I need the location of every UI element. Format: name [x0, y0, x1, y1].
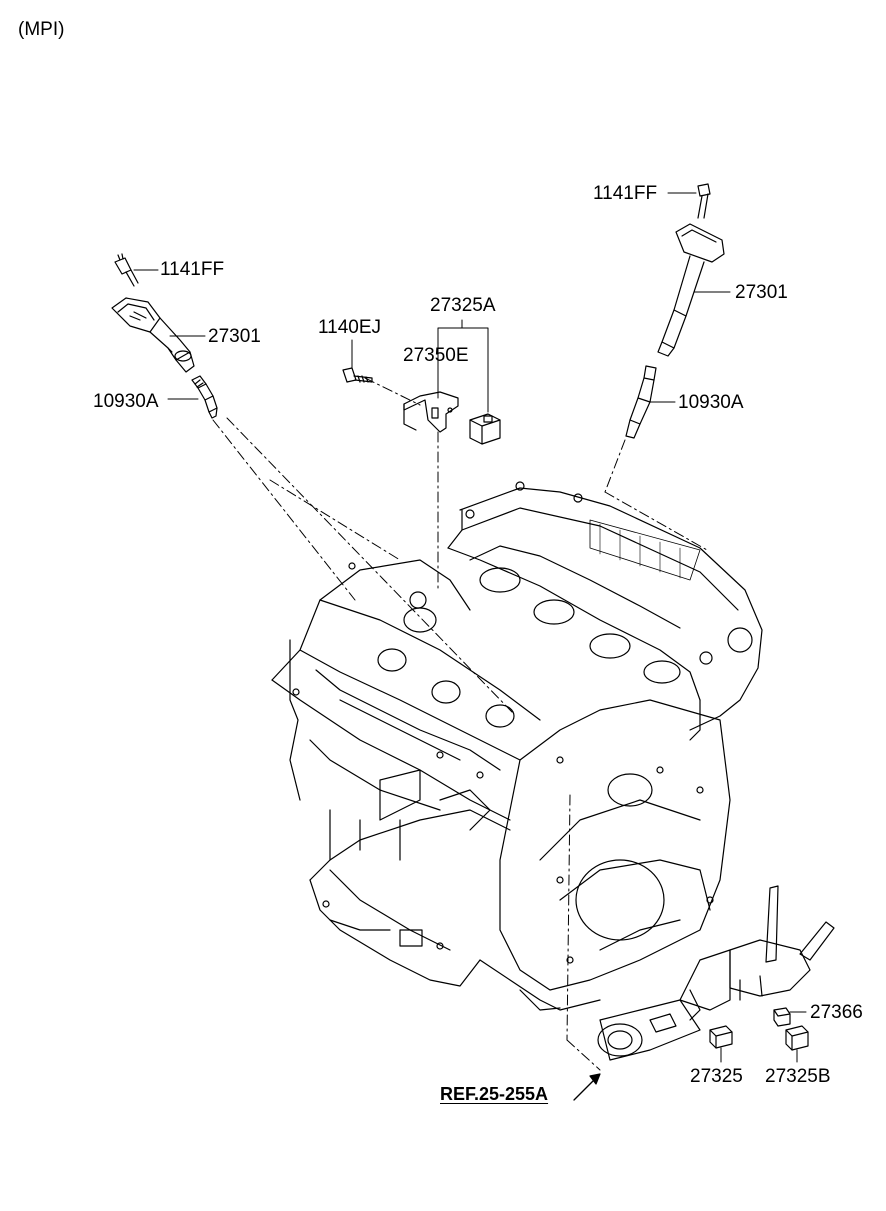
part-label-1140ej[interactable]: 1140EJ [318, 317, 382, 338]
part-label-27325[interactable]: 27325 [690, 1066, 743, 1087]
sensor-27366-icon [773, 1007, 791, 1027]
reference-link[interactable]: REF.25-255A [440, 1084, 549, 1104]
reference-arrow-icon [573, 1073, 601, 1101]
part-label-27301-left[interactable]: 27301 [208, 326, 261, 347]
part-label-27301-right[interactable]: 27301 [735, 282, 788, 303]
part-label-10930a-left[interactable]: 10930A [93, 391, 159, 412]
part-label-27325a[interactable]: 27325A [430, 295, 496, 316]
sensor-27325-icon [709, 1025, 733, 1049]
ignition-coil-left-icon [111, 297, 195, 373]
spark-plug-right-icon [625, 365, 657, 439]
ignition-coil-right-icon [657, 223, 725, 357]
part-label-27366[interactable]: 27366 [810, 1002, 863, 1023]
part-label-27350e[interactable]: 27350E [403, 345, 469, 366]
part-label-1141ff-left[interactable]: 1141FF [160, 259, 225, 280]
water-outlet-icon [597, 885, 835, 1061]
bolt-right-icon [697, 183, 711, 219]
sensor-27325a-icon [469, 413, 501, 445]
part-label-1141ff-right[interactable]: 1141FF [593, 183, 658, 204]
bolt-left-icon [114, 253, 139, 287]
bracket-icon [403, 391, 459, 433]
spark-plug-left-icon [191, 375, 218, 419]
engine-block-icon [271, 481, 763, 1011]
variant-label: (MPI) [18, 19, 65, 40]
bolt-bracket-icon [342, 367, 373, 383]
part-label-27325b[interactable]: 27325B [765, 1066, 831, 1087]
dashed-leaders [212, 377, 708, 1071]
sensor-27325b-icon [785, 1025, 809, 1051]
part-label-10930a-right[interactable]: 10930A [678, 392, 744, 413]
